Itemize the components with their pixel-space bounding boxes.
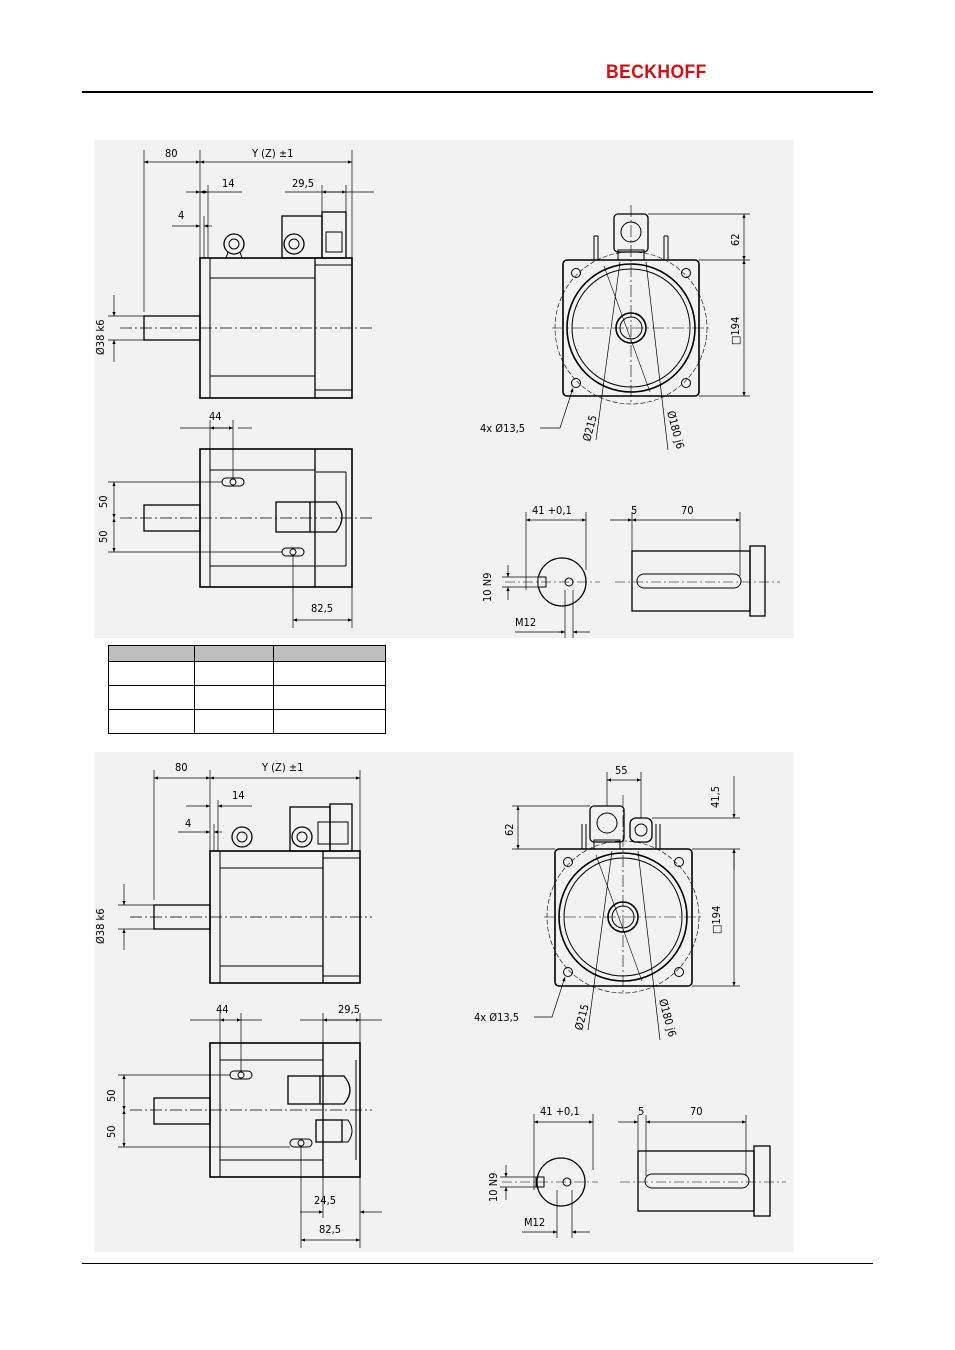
dim-5: 5 xyxy=(631,504,637,517)
dim-29-5: 29,5 xyxy=(338,1003,360,1016)
dim-41: 41 +0,1 xyxy=(532,504,572,517)
table-cell xyxy=(108,685,195,710)
dim-14: 14 xyxy=(232,789,245,802)
table-cell xyxy=(273,709,386,734)
dim-82-5: 82,5 xyxy=(319,1223,341,1236)
dim-50: 50 xyxy=(97,495,110,508)
dim-5: 5 xyxy=(638,1105,644,1118)
header-rule xyxy=(82,91,873,93)
drawing-panel-upper xyxy=(94,140,794,638)
dim-diameter-215: Ø215 xyxy=(572,1003,591,1032)
beckhoff-logo: BECKHOFF xyxy=(606,62,707,83)
dim-holes: 4x Ø13,5 xyxy=(480,422,525,435)
dim-diameter-215: Ø215 xyxy=(580,414,599,443)
dim-holes: 4x Ø13,5 xyxy=(474,1011,519,1024)
dim-thread: M12 xyxy=(515,616,536,629)
dim-y-z: Y (Z) ±1 xyxy=(261,761,303,774)
dim-70: 70 xyxy=(690,1105,703,1118)
dim-29-5: 29,5 xyxy=(292,177,314,190)
motor-top-view-2 xyxy=(130,1042,372,1178)
motor-front-view-1 xyxy=(552,205,710,451)
dim-50: 50 xyxy=(105,1089,118,1102)
dim-y-z: Y (Z) ±1 xyxy=(251,147,293,160)
dim-4: 4 xyxy=(185,817,191,830)
table-cell xyxy=(194,661,274,686)
dim-key-width: 10 N9 xyxy=(487,1173,500,1202)
dim-14: 14 xyxy=(222,177,235,190)
dim-41: 41 +0,1 xyxy=(540,1105,580,1118)
dim-55: 55 xyxy=(615,764,628,777)
table-cell xyxy=(194,645,274,662)
dim-44: 44 xyxy=(216,1003,229,1016)
dim-70: 70 xyxy=(681,504,694,517)
dim-44: 44 xyxy=(209,410,222,423)
dim-shaft-diameter: Ø38 k6 xyxy=(94,908,107,944)
dim-41-5: 41,5 xyxy=(709,786,722,808)
dim-thread: M12 xyxy=(524,1216,545,1229)
dim-62: 62 xyxy=(503,823,516,836)
dim-square-194: □194 xyxy=(729,317,742,345)
table-cell xyxy=(108,645,195,662)
table-cell xyxy=(108,709,195,734)
dim-shaft-diameter: Ø38 k6 xyxy=(94,319,107,355)
table-row xyxy=(108,709,386,734)
dim-50: 50 xyxy=(105,1125,118,1138)
shaft-detail-2 xyxy=(502,1145,786,1217)
table-cell xyxy=(194,709,274,734)
table-row xyxy=(108,661,386,686)
dim-square-194: □194 xyxy=(710,906,723,934)
dim-80: 80 xyxy=(175,761,188,774)
dim-diameter-180: Ø180 j6 xyxy=(656,997,679,1038)
motor-front-view-2 xyxy=(544,795,702,1041)
dim-4: 4 xyxy=(178,209,184,222)
dim-62: 62 xyxy=(729,233,742,246)
variant-table xyxy=(108,645,386,734)
footer-rule xyxy=(82,1263,873,1264)
dim-80: 80 xyxy=(165,147,178,160)
motor-side-view-1 xyxy=(120,211,372,399)
dim-key-width: 10 N9 xyxy=(481,573,494,602)
table-cell xyxy=(273,661,386,686)
dim-82-5: 82,5 xyxy=(311,602,333,615)
dim-50: 50 xyxy=(97,530,110,543)
motor-side-view-2 xyxy=(130,803,372,984)
shaft-detail-1 xyxy=(505,545,780,617)
motor-top-view-1 xyxy=(120,448,372,588)
dim-24-5: 24,5 xyxy=(314,1194,336,1207)
table-header-row xyxy=(108,645,386,662)
table-cell xyxy=(194,685,274,710)
